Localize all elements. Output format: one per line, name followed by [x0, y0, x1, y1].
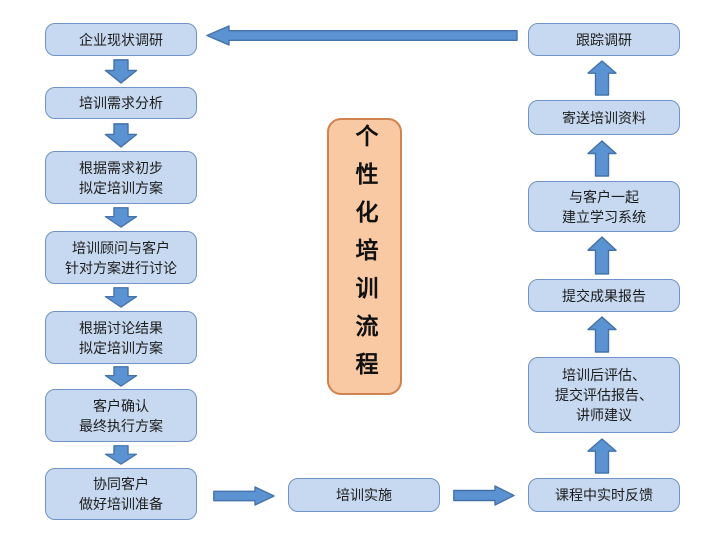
node-results-report: 提交成果报告: [528, 279, 680, 312]
arrow-up-icon: [587, 140, 617, 177]
node-training-implementation: 培训实施: [288, 478, 440, 512]
node-company-survey: 企业现状调研: [45, 23, 197, 56]
arrow-down-icon: [104, 207, 138, 228]
arrow-down-icon: [104, 59, 138, 84]
arrow-up-icon: [587, 236, 617, 275]
node-draft-plan: 根据需求初步 拟定培训方案: [45, 151, 197, 204]
process-title: 个性化培训流程: [352, 123, 378, 390]
arrow-up-icon: [587, 438, 617, 474]
arrow-down-icon: [104, 445, 138, 465]
arrow-down-icon: [104, 287, 138, 308]
node-send-materials: 寄送培训资料: [528, 100, 680, 135]
arrow-down-icon: [104, 366, 138, 387]
node-discuss-plan: 培训顾问与客户 针对方案进行讨论: [45, 231, 197, 284]
arrow-up-icon: [587, 60, 617, 96]
node-follow-up-survey: 跟踪调研: [528, 23, 680, 56]
node-prepare-training: 协同客户 做好培训准备: [45, 468, 197, 520]
arrow-up-icon: [587, 316, 617, 353]
arrow-right-icon: [453, 485, 515, 506]
arrow-left-long-icon: [206, 25, 518, 46]
arrow-down-icon: [104, 123, 138, 148]
process-title-box: 个性化培训流程: [327, 118, 402, 395]
node-client-confirm: 客户确认 最终执行方案: [45, 389, 197, 442]
arrow-right-icon: [213, 486, 275, 506]
node-post-evaluation: 培训后评估、 提交评估报告、 讲师建议: [528, 357, 680, 433]
node-revise-plan: 根据讨论结果 拟定培训方案: [45, 311, 197, 364]
node-learning-system: 与客户一起 建立学习系统: [528, 181, 680, 232]
node-needs-analysis: 培训需求分析: [45, 87, 197, 119]
node-realtime-feedback: 课程中实时反馈: [528, 478, 680, 512]
